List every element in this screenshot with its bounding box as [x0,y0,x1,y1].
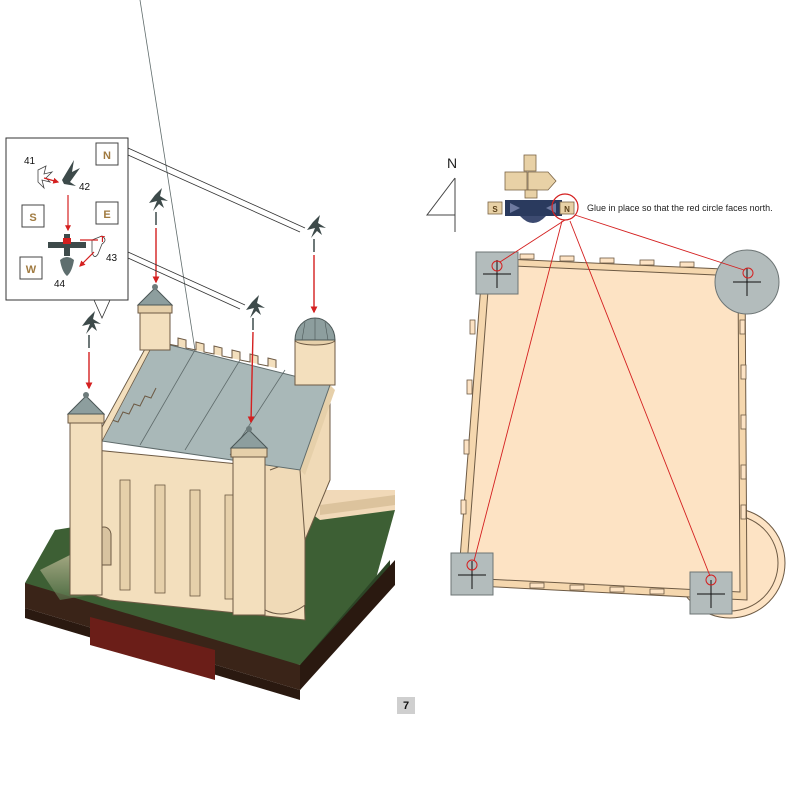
svg-text:W: W [26,264,37,276]
part-44-label: 44 [54,279,66,290]
keep-roof [94,0,331,471]
part-44-shape [48,234,86,276]
mini-letter-n: N [564,205,570,214]
mini-letter-s: S [492,205,498,214]
turret-pad-bottom-left [450,552,494,596]
castle-assembly [25,0,395,700]
callout-lines [93,147,306,319]
svg-text:S: S [29,212,36,224]
compass-n-label: N [447,155,457,171]
compass: N [425,155,457,232]
svg-text:E: E [103,209,110,221]
turret-front-left [66,392,106,596]
turret-pad-top-right [714,249,780,315]
instruction-text: Glue in place so that the red circle fac… [587,203,773,213]
part-42-shape [62,160,80,186]
vane-2 [149,188,168,225]
vane-assembly-inset: N S E W T 41 42 43 44 [5,137,129,301]
tile-n: N [95,142,119,166]
part-42-label: 42 [79,182,91,193]
turret-pad-top-left [475,251,519,295]
svg-text:N: N [103,150,111,162]
part-43-label: 43 [106,253,118,264]
tile-s: S [21,204,45,228]
vane-4 [307,215,326,252]
part-41-outline [37,165,54,190]
part-41-label: 41 [24,156,36,167]
vane-mini-diagram: S N [487,154,579,223]
vane-1 [82,311,101,348]
turret-front-right [229,426,269,616]
placement-arrows [85,228,318,424]
floor-plan [450,249,786,619]
turret-back-left [136,284,174,351]
tile-e: E [95,201,119,225]
turret-round [294,317,336,386]
vane-3 [246,295,265,330]
turret-pad-bottom-right [689,571,733,615]
page-number: 7 [397,697,415,714]
base-label-plate [90,617,215,680]
part-43-outline [91,235,106,257]
tile-w: W [19,256,43,280]
inset-arrows [43,177,98,267]
orientation-lines [473,214,745,577]
small-t-label: T [100,235,105,244]
